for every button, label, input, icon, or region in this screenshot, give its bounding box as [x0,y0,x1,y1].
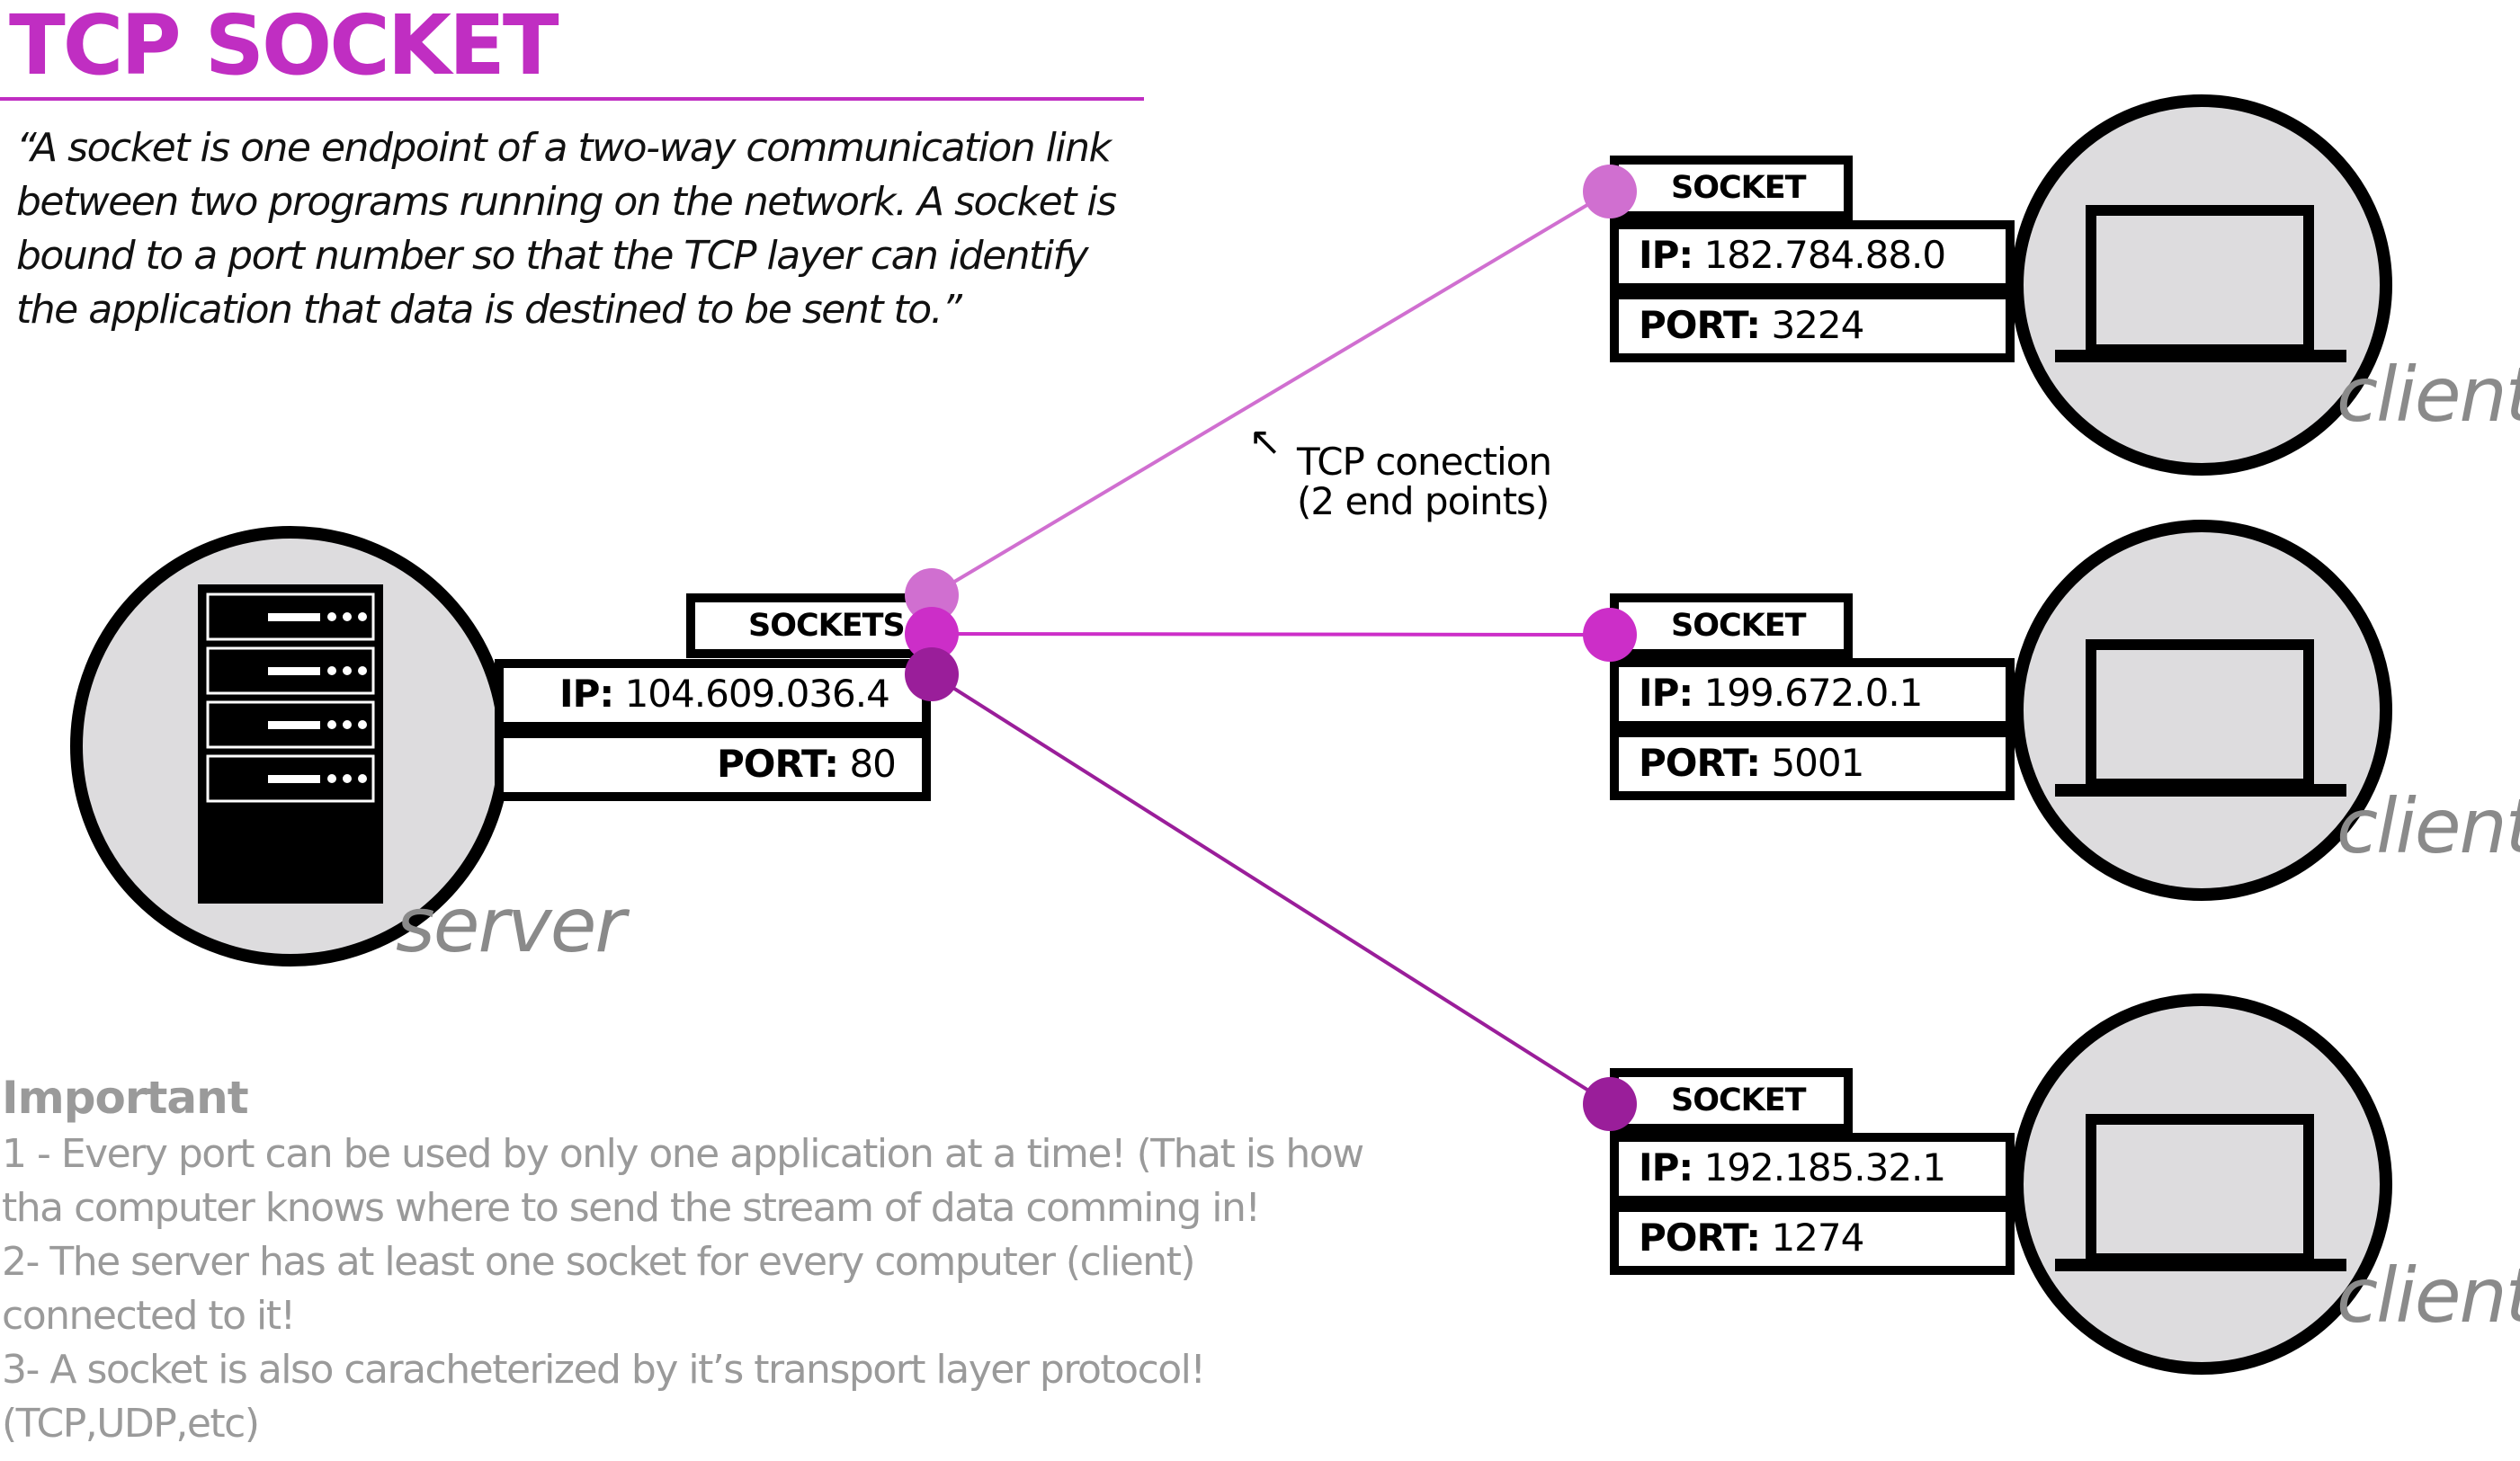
client-node-1 [1583,94,2392,476]
laptop-icon [2055,205,2346,362]
client-role-label: client [2337,1252,2520,1340]
tcp-endpoints-line: (2 end points) [1297,479,1550,523]
tcp-connection-note: ↖ [1248,423,1282,462]
client-socket-label: SOCKET [1671,170,1807,206]
server-socket-box [495,593,931,801]
client-role-label: client [2337,351,2520,439]
client-ip-value: 182.784.88.0 [1703,233,1947,277]
client-ip-row: IP: 199.672.0.1 [1639,671,1924,715]
important-notes: Important 1 - Every port can be used by … [2,1068,1405,1451]
client-port-key: PORT: [1639,1216,1761,1260]
connection-line-1 [930,190,1612,597]
client-ip-key: IP: [1639,671,1693,715]
page-title: TCP SOCKET [9,0,559,94]
client-endpoint-dot [1583,165,1637,218]
server-ip-row: IP: 104.609.036.4 [559,672,890,716]
connection-line-2 [931,632,1611,637]
tcp-connection-text: TCP conection (2 end points) [1297,440,1552,523]
client-port-key: PORT: [1639,741,1761,785]
client-port-key: PORT: [1639,303,1761,347]
client-socket-box [1610,156,2015,362]
note-line: tha computer knows where to send the str… [2,1185,1261,1231]
laptop-icon [2055,639,2346,797]
tcp-connection-line: TCP conection [1297,440,1552,484]
client-circle [2011,520,2392,901]
client-port-value: 3224 [1771,303,1864,347]
arrow-up-left-icon: ↖ [1248,419,1282,465]
note-line: 3- A socket is also caracheterized by it… [2,1347,1206,1393]
client-circle [2011,94,2392,476]
client-socket-label: SOCKET [1671,1082,1807,1118]
client-ip-key: IP: [1639,233,1693,277]
client-port-row: PORT: 5001 [1639,741,1864,785]
server-role-label: server [396,881,626,969]
client-ip-row: IP: 192.185.32.1 [1639,1145,1947,1189]
client-circle [2011,993,2392,1375]
server-ip-value: 104.609.036.4 [624,672,890,716]
client-endpoint-dot [1583,1077,1637,1131]
client-ip-key: IP: [1639,1145,1693,1189]
client-node-2 [1583,520,2392,901]
client-ip-row: IP: 182.784.88.0 [1639,233,1947,277]
client-endpoint-dot [1583,608,1637,662]
client-ip-value: 192.185.32.1 [1703,1145,1947,1189]
client-socket-box [1610,1068,2015,1275]
laptop-icon [2055,1114,2346,1271]
server-endpoint-2 [905,607,959,661]
note-line: (TCP,UDP,etc) [2,1401,260,1447]
client-port-value: 1274 [1771,1216,1864,1260]
client-port-row: PORT: 3224 [1639,303,1864,347]
server-endpoint-1 [905,568,959,622]
server-port-key: PORT: [717,742,839,786]
server-rack-icon [198,584,383,904]
client-socket-label: SOCKET [1671,608,1807,644]
client-role-label: client [2337,782,2520,870]
client-port-value: 5001 [1771,741,1864,785]
client-port-row: PORT: 1274 [1639,1216,1864,1260]
title-underline [0,97,1144,101]
important-heading: Important [2,1072,249,1124]
server-port-value: 80 [849,742,896,786]
server-sockets-label: SOCKETS [748,608,906,644]
note-line: connected to it! [2,1293,296,1339]
socket-definition-quote: “A socket is one endpoint of a two-way c… [16,125,1117,333]
note-line: 2- The server has at least one socket fo… [2,1239,1196,1285]
note-line: 1 - Every port can be used by only one a… [2,1131,1364,1177]
server-port-row: PORT: 80 [717,742,897,786]
server-ip-key: IP: [559,672,614,716]
server-endpoint-3 [905,647,959,701]
client-ip-value: 199.672.0.1 [1703,671,1924,715]
client-node-3 [1583,993,2392,1375]
connection-line-3 [930,673,1612,1106]
